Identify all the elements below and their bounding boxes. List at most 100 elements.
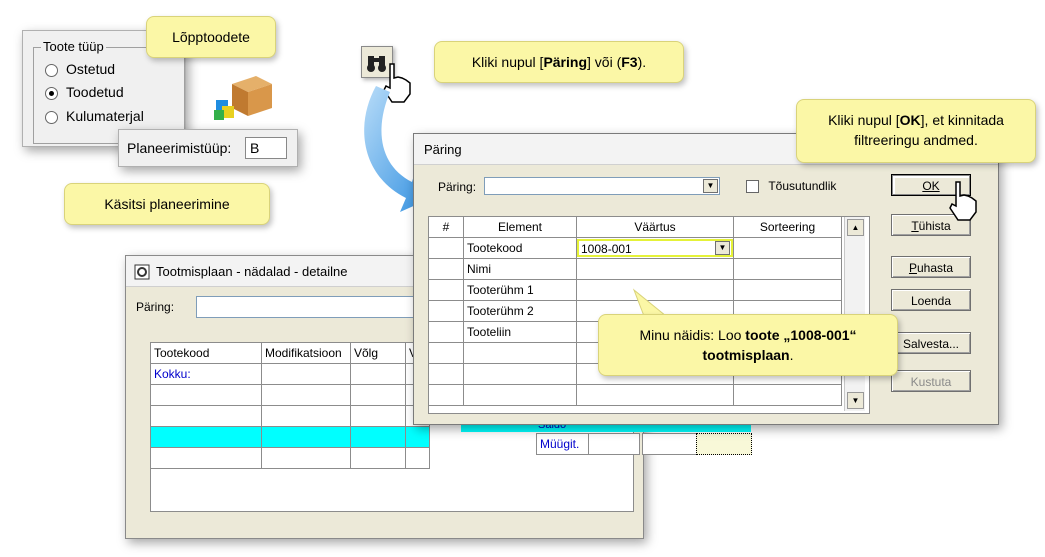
saldo-cell[interactable]: Saldo <box>538 422 567 431</box>
dialog-query-label: Päring: <box>438 180 477 194</box>
row-element[interactable]: Tooterühm 1 <box>463 279 577 301</box>
callout-text: Lõpptoodete <box>172 29 250 45</box>
row-value[interactable]: 1008-001 ▼ <box>576 237 734 259</box>
save-button-label: Salvesta... <box>902 337 960 351</box>
row-sorting[interactable] <box>733 258 842 280</box>
purge-button-label: Puhasta <box>908 261 954 275</box>
col-header-index[interactable]: # <box>428 216 464 238</box>
planning-type-value: B <box>250 140 260 156</box>
grid-cell[interactable] <box>642 433 700 455</box>
grid-cell[interactable] <box>150 447 262 469</box>
row-index <box>428 384 464 406</box>
row-element[interactable]: Nimi <box>463 258 577 280</box>
clear-button[interactable]: Tühista <box>891 214 971 236</box>
grid-cell[interactable] <box>261 363 351 385</box>
delete-button[interactable]: Kustuta <box>891 370 971 392</box>
scroll-down-button[interactable]: ▼ <box>847 392 864 409</box>
save-button[interactable]: Salvesta... <box>891 332 971 354</box>
radio-produced[interactable] <box>45 86 58 100</box>
row-element[interactable]: Tootekood <box>463 237 577 259</box>
col-header-sorting[interactable]: Sorteering <box>733 216 842 238</box>
grid-cell[interactable] <box>350 384 406 406</box>
grid-cell[interactable] <box>350 447 406 469</box>
row-index <box>428 258 464 280</box>
grid-cell[interactable] <box>405 426 430 448</box>
col-header-debt[interactable]: Võlg <box>350 342 406 364</box>
chevron-down-icon[interactable]: ▼ <box>703 179 718 193</box>
row-sorting[interactable] <box>733 384 842 406</box>
product-box-icon <box>214 76 272 120</box>
row-element[interactable] <box>463 384 577 406</box>
dialog-query-select[interactable]: ▼ <box>484 177 720 195</box>
row-element[interactable]: Tooteliin <box>463 321 577 343</box>
callout-click-query: Kliki nupul [Päring] või (F3). <box>434 41 684 83</box>
row-element[interactable] <box>463 342 577 364</box>
ok-button-label: OK <box>922 179 940 193</box>
case-sensitive-checkbox-row[interactable]: Tõusutundlik <box>746 179 836 194</box>
query-toolbar-button[interactable] <box>361 46 393 78</box>
delete-button-label: Kustuta <box>910 375 952 389</box>
grid-cell[interactable] <box>150 405 262 427</box>
col-header-modification[interactable]: Modifikatsioon <box>261 342 351 364</box>
selected-cell[interactable] <box>696 433 752 455</box>
row-index <box>428 237 464 259</box>
radio-purchased[interactable] <box>45 63 58 77</box>
callout-click-ok: Kliki nupul [OK], et kinnitada filtreeri… <box>796 99 1036 163</box>
radio-label: Kulumaterjal <box>66 108 144 124</box>
row-element[interactable] <box>463 363 577 385</box>
callout-example: Minu näidis: Loo toote „1008-001“tootmis… <box>598 314 898 376</box>
callout-text: . <box>789 347 794 363</box>
grid-cell[interactable] <box>405 447 430 469</box>
callout-text: ] või ( <box>587 54 622 70</box>
callout-text: Kliki nupul [ <box>471 54 544 70</box>
product-type-legend: Toote tüüp <box>41 39 106 54</box>
filter-row[interactable]: Nimi <box>428 258 842 280</box>
col-header-element[interactable]: Element <box>463 216 577 238</box>
row-sorting[interactable] <box>733 279 842 301</box>
chevron-down-icon[interactable]: ▼ <box>715 241 730 255</box>
planning-type-label: Planeerimistüüp: <box>127 140 232 156</box>
radio-consumable[interactable] <box>45 110 58 124</box>
callout-text: ). <box>637 54 647 70</box>
list-button[interactable]: Loenda <box>891 289 971 311</box>
col-header-value[interactable]: Väärtus <box>576 216 734 238</box>
sales-cell[interactable]: Müügit. <box>536 433 589 455</box>
grid-cell[interactable] <box>261 426 351 448</box>
col-header-product-code[interactable]: Tootekood <box>150 342 262 364</box>
callout-bold: toote „1008-001“ <box>745 327 857 343</box>
grid-cell[interactable] <box>150 384 262 406</box>
grid-cell[interactable] <box>261 447 351 469</box>
radio-option-produced[interactable]: Toodetud <box>45 84 124 100</box>
radio-option-purchased[interactable]: Ostetud <box>45 61 115 77</box>
callout-bold: Päring <box>543 54 588 70</box>
callout-finished-goods: Lõpptoodete <box>146 16 276 58</box>
case-sensitive-checkbox[interactable] <box>746 180 759 194</box>
row-value[interactable] <box>576 258 734 280</box>
grid-cell[interactable] <box>350 426 406 448</box>
filter-row[interactable] <box>428 384 842 406</box>
window-title: Tootmisplaan - nädalad - detailne <box>156 264 348 279</box>
row-value[interactable] <box>576 384 734 406</box>
binoculars-icon <box>367 56 386 72</box>
grid-cell[interactable] <box>261 384 351 406</box>
row-element[interactable]: Tooterühm 2 <box>463 300 577 322</box>
row-index <box>428 279 464 301</box>
grid-cell[interactable] <box>350 363 406 385</box>
scroll-up-button[interactable]: ▲ <box>847 219 864 236</box>
row-sorting[interactable] <box>733 237 842 259</box>
query-dialog: Päring Päring: ▼ Tõusutundlik # Element … <box>413 133 999 425</box>
ok-button[interactable]: OK <box>891 174 971 196</box>
purge-button[interactable]: Puhasta <box>891 256 971 278</box>
grid-cell[interactable] <box>350 405 406 427</box>
bg-query-input[interactable] <box>196 296 421 318</box>
grid-cell[interactable] <box>588 433 640 455</box>
row-index <box>428 363 464 385</box>
radio-option-consumable[interactable]: Kulumaterjal <box>45 108 144 124</box>
filter-row[interactable]: Tootekood 1008-001 ▼ <box>428 237 842 259</box>
total-row-label[interactable]: Kokku: <box>150 363 262 385</box>
grid-cell[interactable] <box>261 405 351 427</box>
planning-type-input[interactable]: B <box>245 137 287 159</box>
row-index <box>428 342 464 364</box>
bg-query-label: Päring: <box>136 300 175 314</box>
grid-cell[interactable] <box>150 426 262 448</box>
